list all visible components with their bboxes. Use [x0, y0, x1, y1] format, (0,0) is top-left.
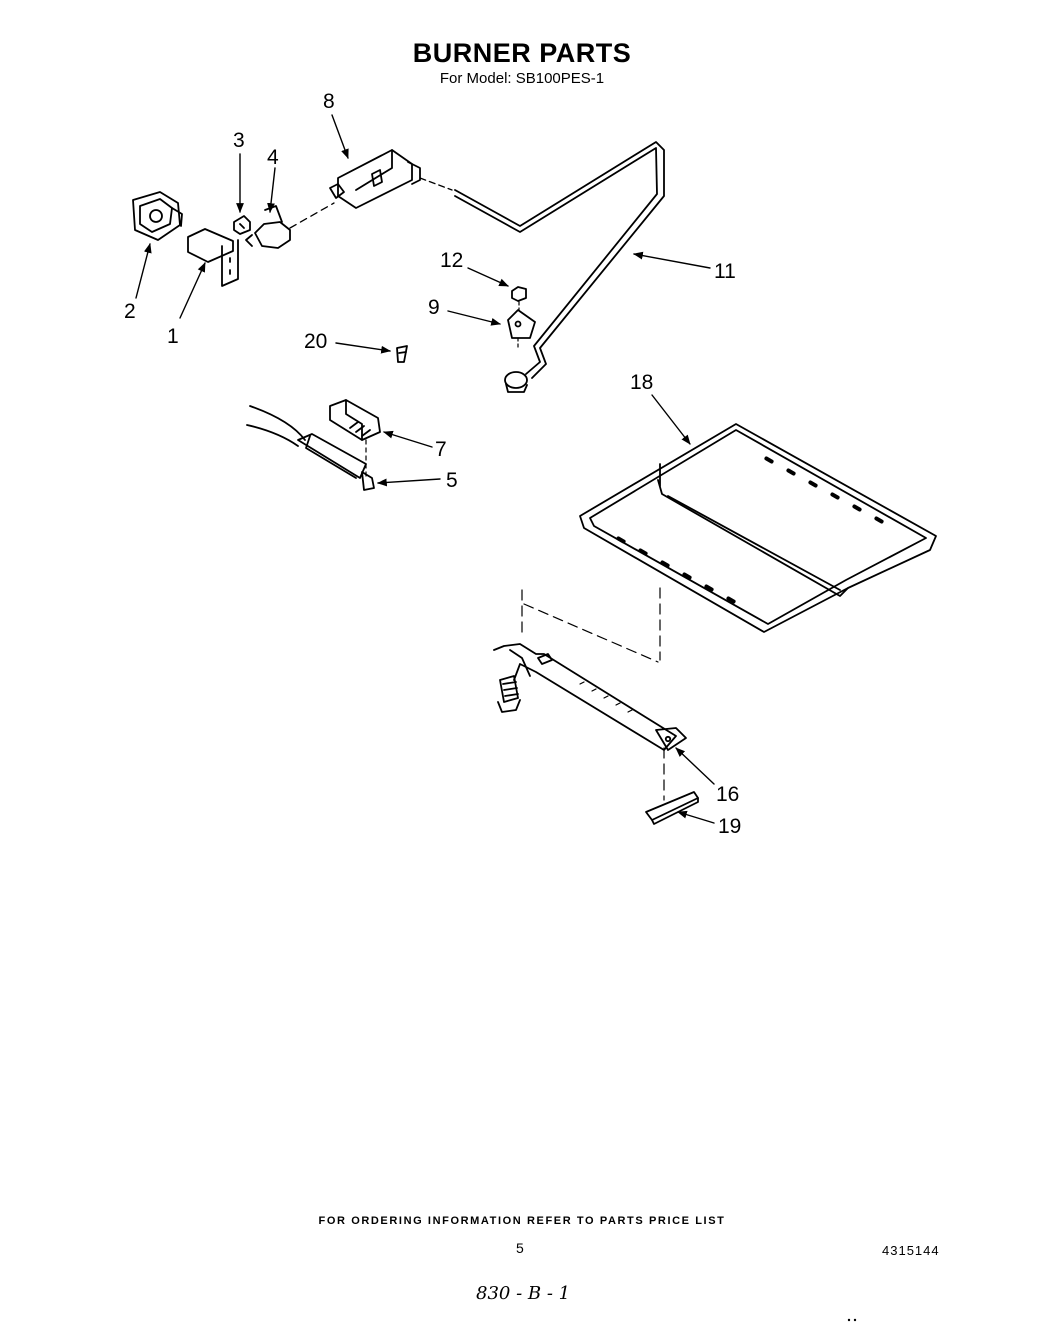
page-number: 5: [516, 1240, 524, 1256]
part-5-igniter: [246, 405, 375, 491]
document-number: 4315144: [882, 1243, 940, 1258]
part-8-holder: [329, 149, 421, 209]
part-12-nut: [511, 286, 527, 311]
part-1-bracket: [187, 228, 239, 287]
part-18-baffle-tray: [579, 423, 937, 633]
callout-9: 9: [428, 296, 440, 319]
part-7-connector: [329, 399, 381, 477]
callout-20: 20: [304, 330, 327, 353]
scan-marks: [847, 1318, 857, 1322]
page-title: BURNER PARTS: [412, 38, 632, 68]
ordering-info: FOR ORDERING INFORMATION REFER TO PARTS …: [318, 1215, 726, 1227]
callout-16: 16: [716, 783, 739, 806]
part-2-valve-body: [132, 191, 183, 241]
callout-8: 8: [323, 90, 335, 113]
callout-2: 2: [124, 300, 136, 323]
callout-3: 3: [233, 129, 245, 152]
callout-18: 18: [630, 371, 653, 394]
handwritten-note: 830 - B - 1: [476, 1283, 571, 1304]
callout-1: 1: [167, 325, 179, 348]
part-20-screw: [396, 345, 408, 363]
part-4-spud: [245, 205, 291, 249]
alignment-lines: [521, 587, 665, 801]
model-subtitle: For Model: SB100PES-1: [439, 70, 605, 87]
leader-arrows: [135, 114, 715, 824]
part-3-fitting: [233, 215, 251, 235]
part-19-plate: [645, 791, 699, 825]
callout-19: 19: [718, 815, 741, 838]
callout-11: 11: [714, 260, 736, 283]
callout-5: 5: [446, 469, 458, 492]
callout-12: 12: [440, 249, 463, 272]
callout-7: 7: [435, 438, 447, 461]
part-9-bracket: [507, 309, 536, 351]
part-11-tube: [419, 141, 665, 393]
callout-4: 4: [267, 146, 279, 169]
part-16-burner: [493, 643, 687, 751]
